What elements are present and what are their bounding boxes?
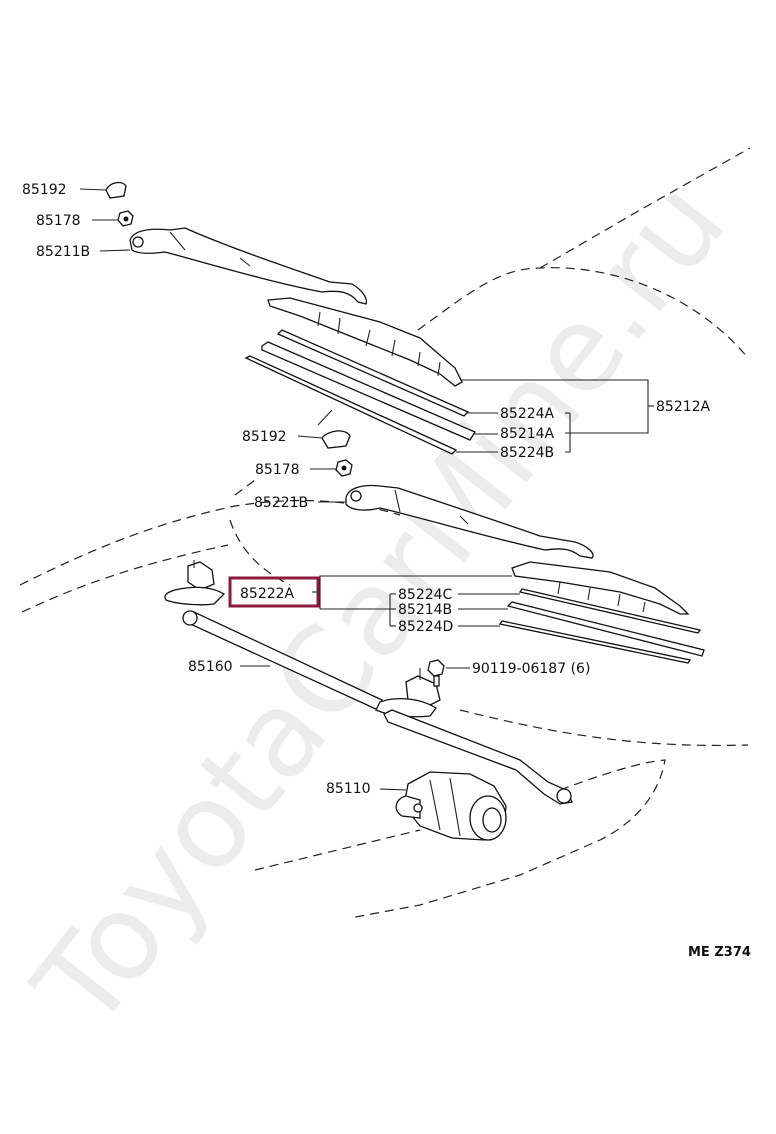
label-85221B: 85221B <box>254 495 308 511</box>
diagram-code: ME Z374 <box>688 945 751 960</box>
nut-85178-mid <box>335 459 353 477</box>
wiper-blade-85222A <box>511 561 690 615</box>
watermark-text: ToyotaCarMine.ru <box>8 155 752 1053</box>
vertebra-85224A <box>276 329 470 417</box>
label-85192-top: 85192 <box>22 182 67 198</box>
label-85160: 85160 <box>188 659 233 675</box>
cap-85192-top <box>105 181 127 199</box>
wiper-arm-85221B <box>345 484 594 559</box>
label-85224B: 85224B <box>500 445 554 461</box>
label-85224D: 85224D <box>398 619 453 635</box>
vertebra-85224C <box>518 588 702 634</box>
label-85110: 85110 <box>326 781 371 797</box>
label-85178-mid: 85178 <box>255 462 300 478</box>
vertebra-85224B <box>244 355 458 455</box>
body-outline <box>19 147 751 919</box>
rubber-85214B <box>506 601 705 657</box>
nut-85178-top <box>117 210 134 227</box>
label-85214B: 85214B <box>398 602 452 618</box>
label-85224A: 85224A <box>500 406 555 422</box>
wiper-arm-85211B <box>129 227 368 305</box>
label-85222A: 85222A <box>240 586 295 602</box>
label-85178-top: 85178 <box>36 213 81 229</box>
bolt-90119 <box>427 659 445 687</box>
vertebra-85224D <box>498 620 692 664</box>
wiper-linkage-85160 <box>164 560 573 805</box>
cap-85192-mid <box>321 430 351 449</box>
wiper-motor-85110 <box>395 771 507 841</box>
label-85214A: 85214A <box>500 426 555 442</box>
rubber-85214A <box>261 341 476 441</box>
label-90119: 90119-06187 (6) <box>472 661 590 677</box>
label-85211B: 85211B <box>36 244 90 260</box>
label-85224C: 85224C <box>398 587 453 603</box>
wiper-blade-85212A <box>267 297 463 387</box>
label-85212A: 85212A <box>656 399 711 415</box>
label-85192-mid: 85192 <box>242 429 287 445</box>
